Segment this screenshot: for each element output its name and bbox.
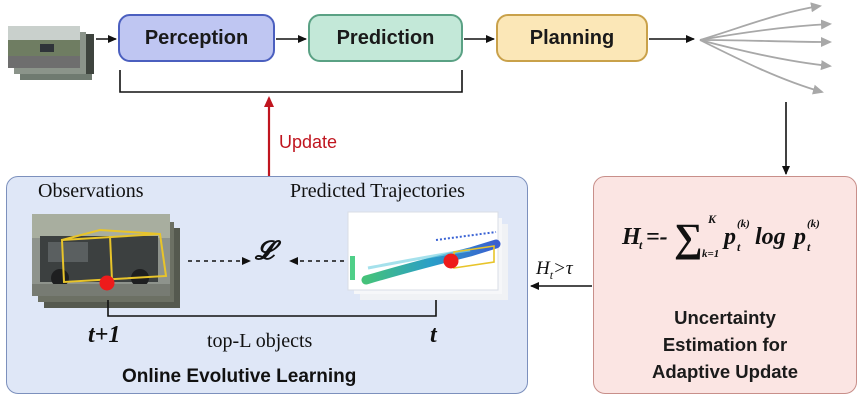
planning-block: Planning [496, 14, 648, 62]
predicted-trajectories-label: Predicted Trajectories [290, 180, 465, 202]
time-now-label: t [430, 322, 437, 348]
top-l-bracket [107, 300, 437, 317]
predicted-trajectory-image [347, 211, 508, 300]
uncertainty-estimation-panel [593, 176, 857, 394]
uncertainty-estimation-title: Uncertainty Estimation for Adaptive Upda… [652, 307, 798, 382]
online-evolutive-learning-title: Online Evolutive Learning [122, 366, 357, 387]
observation-image [32, 214, 180, 308]
entropy-formula: H t =- ∑ K k=1 p t (k) log p t (k) [622, 212, 820, 260]
update-label: Update [279, 132, 338, 152]
top-l-objects-label: top-L objects [207, 330, 313, 352]
perception-block: Perception [118, 14, 275, 62]
loss-symbol: 𝓛 [255, 236, 274, 265]
planned-paths-icon [699, 2, 832, 95]
time-next-label: t+1 [88, 322, 121, 348]
threshold-condition: Ht>τ [536, 258, 573, 282]
module-bracket [119, 70, 463, 93]
prediction-block: Prediction [308, 14, 463, 62]
summation-symbol: ∑ [674, 215, 703, 260]
observations-label: Observations [38, 180, 144, 202]
camera-frames-image [8, 26, 94, 80]
